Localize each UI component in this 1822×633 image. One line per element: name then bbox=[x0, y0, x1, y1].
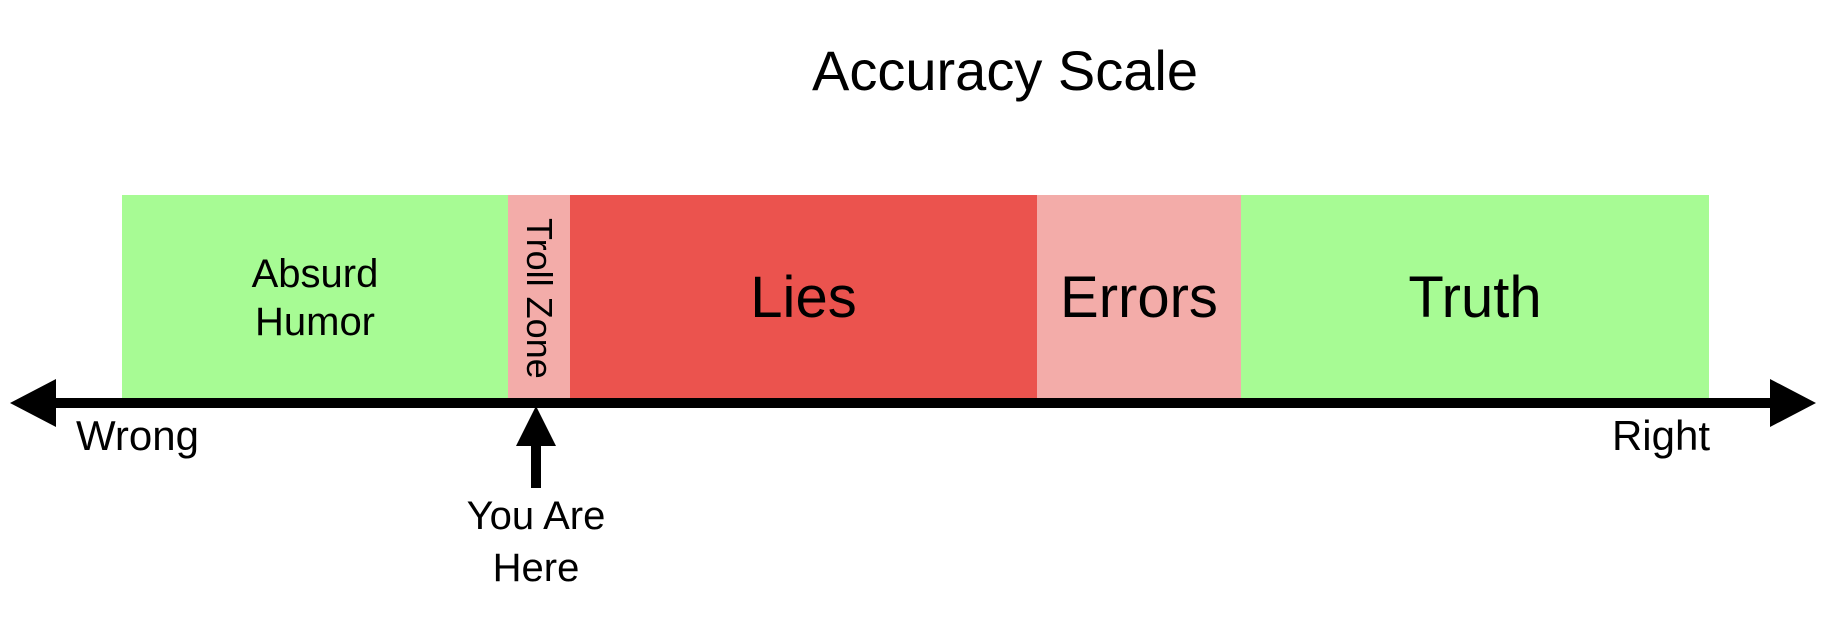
segment-lies: Lies bbox=[570, 195, 1037, 401]
title-area: Accuracy Scale bbox=[0, 0, 1822, 120]
segment-absurd-humor: Absurd Humor bbox=[122, 195, 508, 401]
segment-troll-zone-label: Troll Zone bbox=[519, 217, 560, 379]
axis-label-right: Right bbox=[1611, 412, 1710, 459]
arrow-up-icon bbox=[516, 406, 556, 446]
segment-truth-label: Truth bbox=[1408, 265, 1542, 330]
marker-arrow-shaft bbox=[531, 444, 541, 488]
you-are-here-label: You Are Here bbox=[466, 494, 606, 590]
segment-errors-label: Errors bbox=[1060, 265, 1218, 330]
segment-lies-label: Lies bbox=[750, 265, 857, 330]
axis-label-wrong: Wrong bbox=[76, 412, 199, 459]
segment-troll-zone: Troll Zone bbox=[508, 195, 570, 401]
segment-absurd-humor-label: Absurd Humor bbox=[251, 252, 379, 344]
arrow-right-icon bbox=[1770, 379, 1816, 427]
segment-truth: Truth bbox=[1241, 195, 1709, 401]
page-title: Accuracy Scale bbox=[812, 39, 1198, 102]
segment-errors: Errors bbox=[1037, 195, 1241, 401]
arrow-left-icon bbox=[10, 379, 56, 427]
axis-line bbox=[40, 398, 1782, 408]
